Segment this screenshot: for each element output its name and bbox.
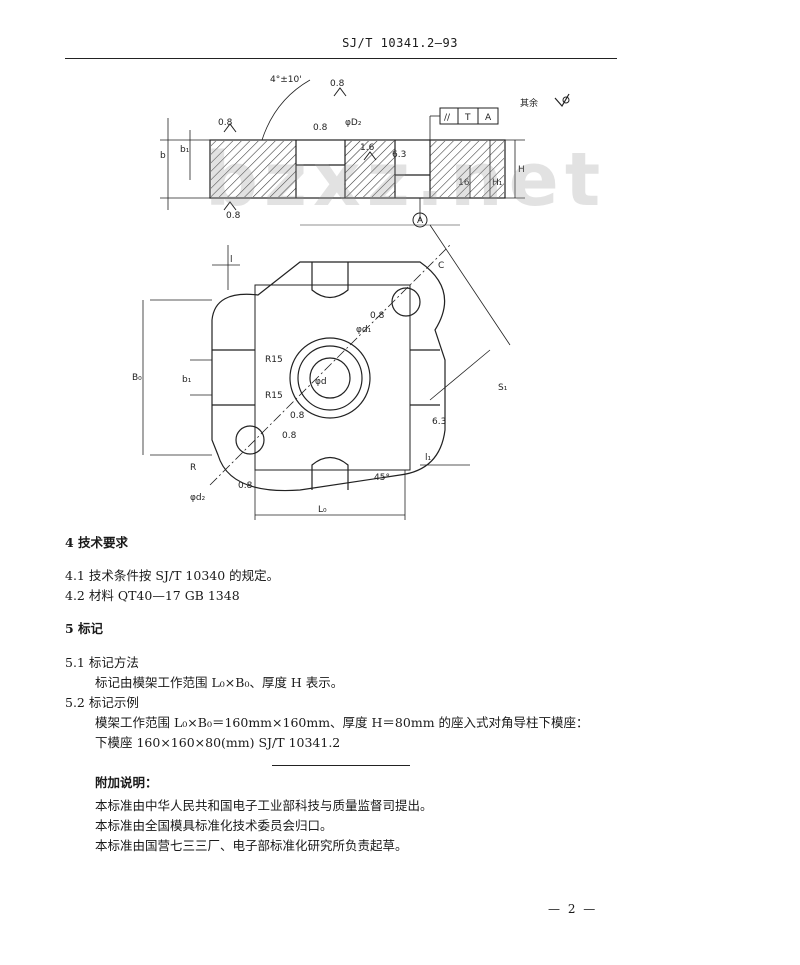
- roughness-label: 6.3: [432, 417, 446, 427]
- dim-h: H: [518, 165, 525, 175]
- header-rule: [65, 58, 617, 59]
- section-4-title: 4 技术要求: [65, 535, 129, 550]
- appendix-line: 本标准由中华人民共和国电子工业部科技与质量监督司提出。: [95, 798, 433, 813]
- dim-d1: φd₁: [356, 325, 372, 335]
- appendix-title: 附加说明：: [95, 775, 158, 790]
- dim-b1: b₁: [180, 145, 190, 155]
- header-standard-number: SJ/T 10341.2—93: [342, 36, 458, 50]
- section-view: [160, 79, 570, 228]
- roughness-label: 6.3: [392, 150, 406, 160]
- roughness-label: 0.8: [282, 431, 297, 441]
- section-5-2-example: 下模座 160×160×80(mm) SJ/T 10341.2: [95, 735, 341, 750]
- dim-45deg: 45°: [374, 473, 390, 483]
- roughness-label: 0.8: [370, 311, 385, 321]
- section-5-1: 5.1 标记方法: [65, 655, 139, 670]
- dim-b1-vertical: b₁: [182, 375, 192, 385]
- section-4-1: 4.1 技术条件按 SJ/T 10340 的规定。: [65, 568, 280, 583]
- drawing-labels: 4°±10' 0.8 0.8 0.8 φD₂ 1.6 6.3 0.8 其余 //…: [132, 75, 538, 515]
- section-5-2: 5.2 标记示例: [65, 695, 139, 710]
- dim-b0: B₀: [132, 373, 142, 383]
- technical-drawing: 4°±10' 0.8 0.8 0.8 φD₂ 1.6 6.3 0.8 其余 //…: [132, 75, 570, 520]
- roughness-label: 0.8: [330, 79, 345, 89]
- dim-c: C: [438, 261, 444, 271]
- section-5-title: 5 标记: [65, 621, 104, 636]
- dim-h1: H₁: [492, 178, 503, 188]
- roughness-label: 0.8: [218, 118, 233, 128]
- roughness-label: 1.6: [360, 143, 375, 153]
- dim-l0: L₀: [318, 505, 327, 515]
- tolerance-a: A: [485, 113, 492, 123]
- tolerance-t: T: [464, 113, 471, 123]
- dim-r15: R15: [265, 355, 283, 365]
- dim-d2: φd₂: [190, 493, 206, 503]
- roughness-label: 0.8: [313, 123, 328, 133]
- appendix-rule: [272, 765, 410, 766]
- watermark: bzxz.net: [205, 137, 607, 223]
- surface-rest-label: 其余: [520, 97, 538, 109]
- plan-view: [142, 224, 511, 520]
- tolerance-symbol: //: [444, 113, 451, 123]
- section-5-2-body: 模架工作范围 L₀×B₀＝160mm×160mm、厚度 H＝80mm 的座入式对…: [95, 715, 589, 730]
- roughness-label: 0.8: [290, 411, 305, 421]
- section-4-2: 4.2 材料 QT40—17 GB 1348: [65, 588, 240, 603]
- dim-r15: R15: [265, 391, 283, 401]
- section-5-1-body: 标记由模架工作范围 L₀×B₀、厚度 H 表示。: [95, 675, 344, 690]
- appendix-line: 本标准由全国模具标准化技术委员会归口。: [95, 818, 333, 833]
- dim-r: R: [190, 463, 196, 473]
- appendix-line: 本标准由国营七三三厂、电子部标准化研究所负责起草。: [95, 838, 408, 853]
- roughness-label: 0.8: [238, 481, 253, 491]
- dim-s1: S₁: [498, 383, 508, 393]
- angle-label: 4°±10': [270, 75, 302, 85]
- dim-l: l: [230, 255, 233, 265]
- diameter-label: φD₂: [345, 118, 362, 128]
- datum-label: A: [417, 216, 424, 226]
- dim-b: b: [160, 151, 166, 161]
- dim-l1: l₁: [425, 453, 432, 463]
- dim-16: 16: [458, 178, 470, 188]
- dim-phi-d: φd: [315, 377, 327, 387]
- roughness-label: 0.8: [226, 211, 241, 221]
- page-number: — 2 —: [548, 902, 598, 916]
